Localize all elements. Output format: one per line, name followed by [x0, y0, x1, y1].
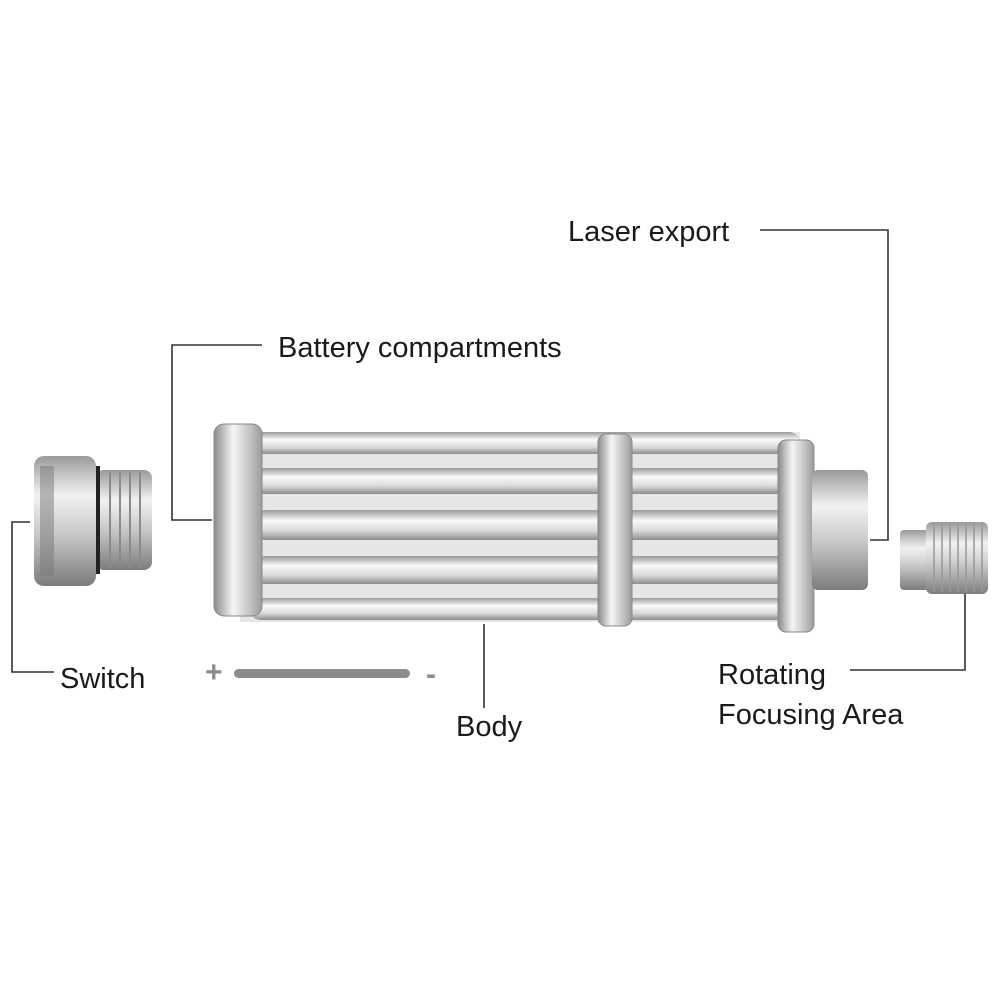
- leader-lines: [11, 229, 966, 708]
- leader-laser-export: [760, 229, 889, 541]
- polarity-bar: [234, 669, 410, 678]
- label-body: Body: [456, 711, 523, 743]
- label-laser-export: Laser export: [568, 216, 730, 248]
- laser-body: [213, 423, 868, 633]
- minus-sign: -: [426, 658, 436, 691]
- plus-sign: +: [205, 656, 223, 689]
- switch-cap: [34, 456, 152, 586]
- leader-switch: [11, 521, 54, 673]
- label-switch: Switch: [60, 663, 146, 695]
- leader-battery: [171, 344, 262, 521]
- label-focusing-area: Focusing Area: [718, 699, 904, 731]
- label-battery-compartments: Battery compartments: [278, 332, 562, 364]
- leader-focusing: [850, 594, 966, 671]
- focusing-head: [900, 522, 988, 594]
- label-rotating: Rotating: [718, 659, 827, 691]
